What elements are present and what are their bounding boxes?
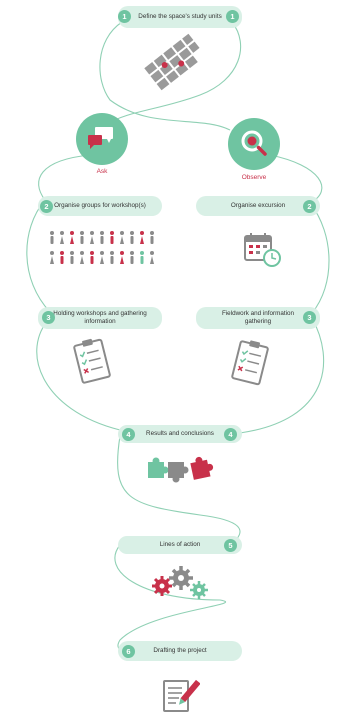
step-organise-groups-number: 2	[40, 200, 53, 213]
people-group-icon	[50, 231, 154, 264]
step-fieldwork-pill: Fieldwork and information gathering	[196, 307, 320, 329]
puzzle-icon	[148, 456, 214, 483]
ask-label: Ask	[96, 168, 108, 175]
map-grid-icon	[144, 33, 200, 91]
ask-circle	[76, 113, 128, 165]
step-results-number-left: 4	[122, 428, 135, 441]
step-lines-label: Lines of action	[159, 541, 201, 548]
step-lines-pill: Lines of action	[118, 536, 242, 554]
gears-icon	[152, 566, 208, 599]
step-drafting-label: Drafting the project	[153, 647, 207, 654]
magnifier-icon	[241, 130, 267, 156]
step-fieldwork-label: Fieldwork and information gathering	[221, 310, 295, 325]
step-organise-excursion-pill: Organise excursion	[196, 196, 320, 216]
observe-circle	[228, 118, 280, 170]
speech-bubbles-icon	[88, 127, 113, 149]
step-drafting-pill: Drafting the project	[118, 641, 242, 661]
step-organise-groups-label: Organise groups for workshop(s)	[54, 202, 146, 209]
clipboard-checklist-icon	[231, 340, 269, 386]
step-define-label: Define the space's study units	[138, 13, 222, 20]
step-lines-number: 5	[224, 539, 237, 552]
step-drafting-number: 6	[122, 645, 135, 658]
step-organise-excursion-number: 2	[303, 200, 316, 213]
step-organise-groups-pill: Organise groups for workshop(s)	[38, 196, 162, 216]
step-holding-workshops-number: 3	[42, 311, 55, 324]
step-define-pill: Define the space's study units	[118, 6, 242, 28]
observe-label: Observe	[241, 174, 267, 181]
step-define-number-left: 1	[118, 10, 131, 23]
step-results-label: Results and conclusions	[146, 430, 214, 437]
calendar-clock-icon	[244, 233, 281, 267]
step-fieldwork-number: 3	[303, 311, 316, 324]
step-holding-workshops-pill: Holding workshops and gathering informat…	[38, 307, 162, 329]
clipboard-checklist-icon	[73, 338, 111, 384]
step-holding-workshops-label: Holding workshops and gathering informat…	[53, 310, 147, 325]
step-organise-excursion-label: Organise excursion	[230, 202, 286, 209]
step-define-number-right: 1	[226, 10, 239, 23]
step-results-number-right: 4	[224, 428, 237, 441]
step-results-pill: Results and conclusions	[118, 425, 242, 443]
document-pen-icon	[163, 679, 200, 712]
